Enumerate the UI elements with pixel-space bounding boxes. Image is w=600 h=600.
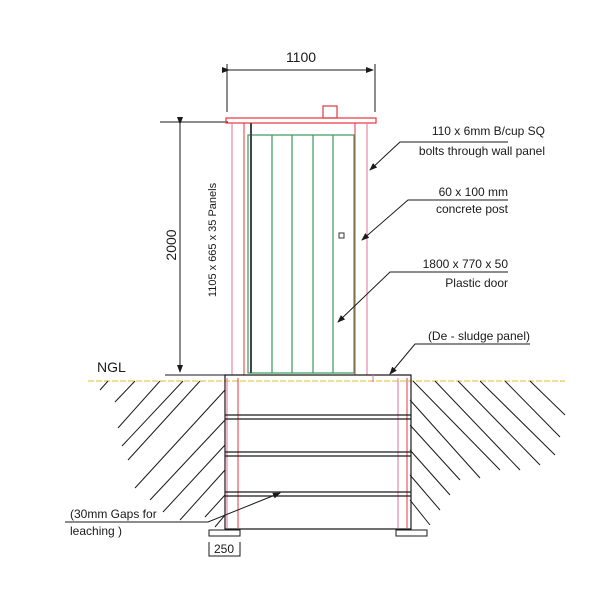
annotation-post: 60 x 100 mm concrete post xyxy=(361,185,509,241)
width-dimension: 1100 xyxy=(222,49,376,112)
pit-panel-gaps xyxy=(225,414,411,497)
svg-text:1800 x 770 x 50: 1800 x 770 x 50 xyxy=(423,257,509,271)
width-dimension-label: 1100 xyxy=(286,49,316,65)
footing-right xyxy=(395,529,428,537)
concrete-posts xyxy=(231,123,368,375)
soil-hatching xyxy=(99,380,566,528)
svg-text:concrete post: concrete post xyxy=(436,202,509,216)
panels-label: 1105 x 665 x 35 Panels xyxy=(207,182,219,297)
footing-dimension-label: 250 xyxy=(214,542,234,556)
svg-text:bolts through wall panel: bolts through wall panel xyxy=(419,144,545,158)
svg-text:110 x 6mm B/cup SQ: 110 x 6mm B/cup SQ xyxy=(432,124,545,138)
svg-text:(30mm Gaps for: (30mm Gaps for xyxy=(70,507,157,521)
annotation-desludge: (De - sludge panel) xyxy=(389,329,530,375)
vent-pipe xyxy=(322,105,338,119)
plastic-door xyxy=(247,123,355,374)
footing-left xyxy=(208,529,241,537)
annotation-gaps: (30mm Gaps for leaching ) xyxy=(65,492,281,538)
annotation-door: 1800 x 770 x 50 Plastic door xyxy=(337,257,509,323)
annotation-bolts: 110 x 6mm B/cup SQ bolts through wall pa… xyxy=(369,124,545,171)
door-handle-icon xyxy=(338,232,345,239)
height-dimension-label: 2000 xyxy=(163,229,179,260)
height-dimension: 2000 1105 x 665 x 35 Panels xyxy=(160,117,228,373)
svg-text:leaching ): leaching ) xyxy=(70,524,122,538)
svg-text:60 x 100 mm: 60 x 100 mm xyxy=(439,185,508,199)
roof xyxy=(225,117,377,124)
svg-text:Plastic door: Plastic door xyxy=(445,276,508,290)
pit: 250 xyxy=(208,374,428,557)
svg-text:(De - sludge panel): (De - sludge panel) xyxy=(428,329,530,343)
ngl-label: NGL xyxy=(97,359,126,375)
